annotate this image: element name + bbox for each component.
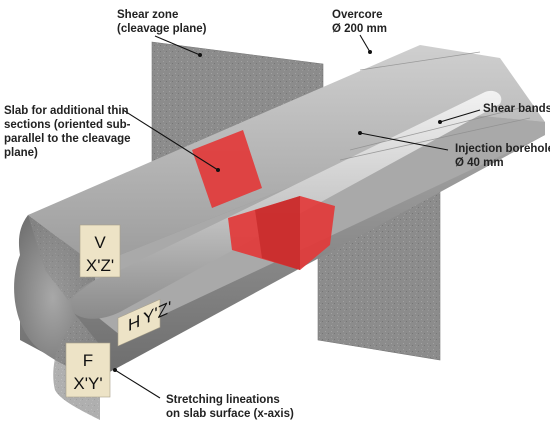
- label-overcore: Overcore Ø 200 mm: [332, 9, 387, 35]
- label-stretching-lineations: Stretching lineations on slab surface (x…: [166, 394, 294, 420]
- face-tag-f-axes: X'Y': [73, 374, 102, 393]
- label-slab: Slab for additional thin sections (orien…: [4, 105, 131, 159]
- face-tag-f-letter: F: [83, 351, 93, 370]
- svg-text:plane): plane): [4, 147, 38, 159]
- slab-band-front: [255, 196, 300, 270]
- face-tag-v: V X'Z': [79, 224, 121, 278]
- label-injection-borehole: Injection borehole Ø 40 mm: [455, 143, 550, 169]
- leader-lines: [114, 34, 481, 399]
- face-tag-v-axes: X'Z': [86, 256, 114, 275]
- svg-text:parallel to the cleavage: parallel to the cleavage: [4, 133, 131, 145]
- face-tag-h-letter: H: [128, 311, 140, 336]
- svg-text:Ø 200 mm: Ø 200 mm: [332, 23, 387, 35]
- svg-text:Shear zone: Shear zone: [117, 9, 178, 21]
- slab-band-upper: [192, 130, 262, 208]
- leader-dots: [113, 50, 442, 372]
- label-shear-zone: Shear zone (cleavage plane): [117, 9, 207, 35]
- svg-text:Ø 40 mm: Ø 40 mm: [455, 157, 504, 169]
- face-tag-f: F X'Y': [65, 342, 111, 398]
- svg-text:on slab surface (x-axis): on slab surface (x-axis): [166, 408, 294, 420]
- svg-text:sections (oriented sub-: sections (oriented sub-: [4, 119, 131, 131]
- face-tag-v-letter: V: [94, 233, 106, 252]
- svg-text:Overcore: Overcore: [332, 9, 383, 21]
- core-end-face-upper: [28, 215, 95, 300]
- core-top: [28, 45, 545, 265]
- svg-text:(cleavage plane): (cleavage plane): [117, 23, 207, 35]
- svg-text:Stretching lineations: Stretching lineations: [166, 394, 280, 406]
- svg-text:Slab for additional thin: Slab for additional thin: [4, 105, 129, 117]
- svg-text:Injection borehole: Injection borehole: [455, 143, 550, 155]
- shear-bands: [339, 51, 531, 161]
- label-shear-bands: Shear bands: [483, 103, 550, 115]
